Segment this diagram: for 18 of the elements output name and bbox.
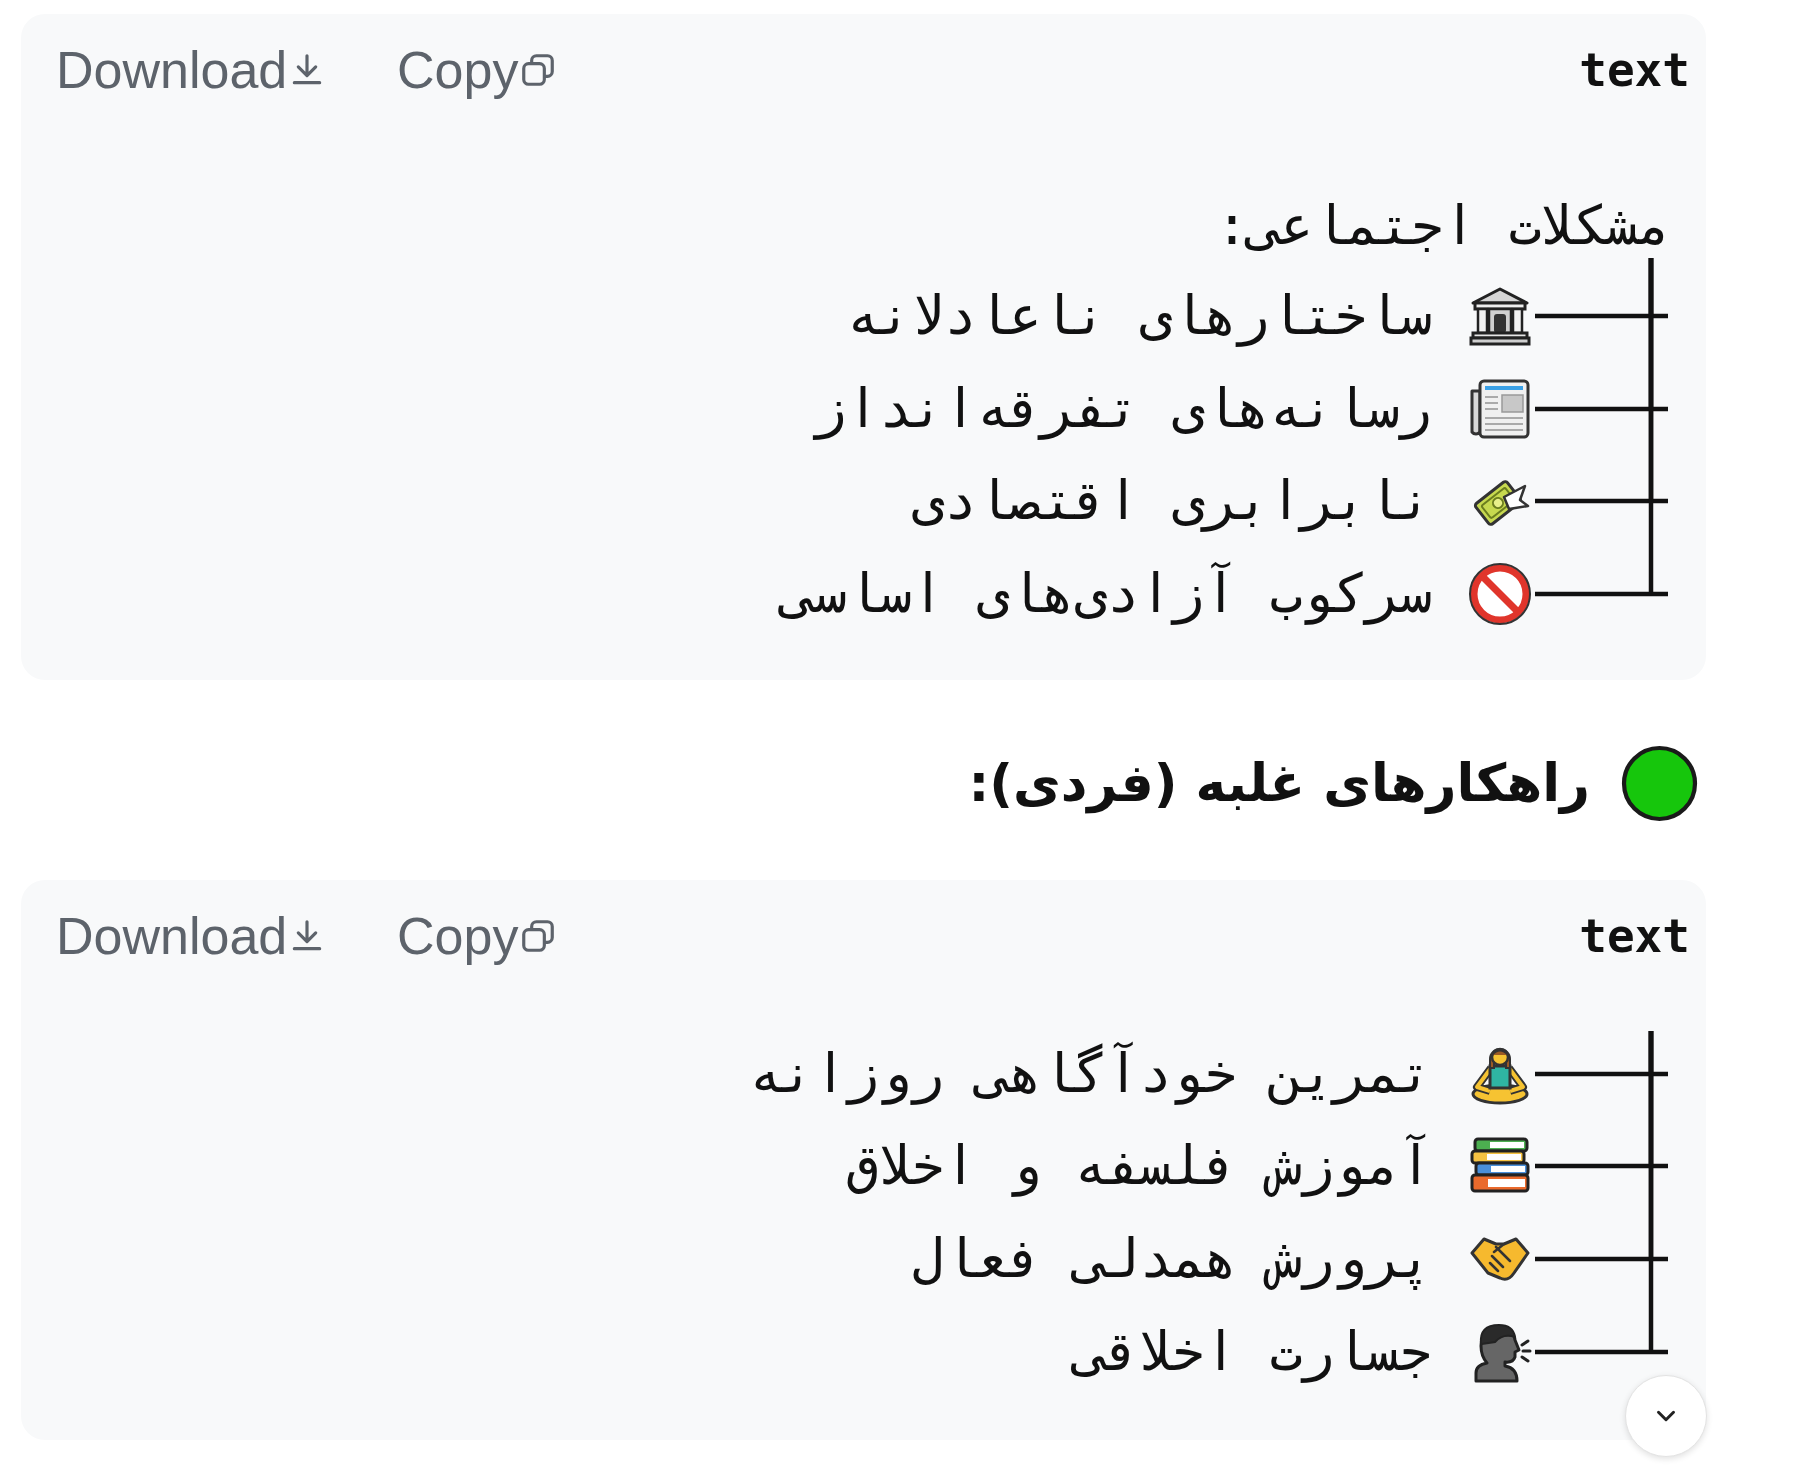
list-item-text: پرورش همدلی فعال xyxy=(911,1227,1432,1291)
list-item-text: نابرابری اقتصادی xyxy=(911,469,1432,533)
tree-connector xyxy=(1535,258,1671,597)
list-item-text: تمرین خودآگاهی روزانه xyxy=(749,1042,1432,1106)
download-button: Download xyxy=(56,901,327,971)
list-item-text: ساختارهای ناعادلانه xyxy=(846,284,1432,348)
tree-connector xyxy=(1535,1031,1671,1355)
language-label: text xyxy=(1579,42,1690,99)
language-label: text xyxy=(1579,908,1690,965)
code-block xyxy=(21,14,1706,680)
copy-button: Copy xyxy=(397,35,558,105)
download-button: Download xyxy=(56,35,327,105)
copy-button: Copy xyxy=(397,901,558,971)
list-item-text: آموزش فلسفه و اخلاق xyxy=(846,1134,1432,1198)
tree-root-text: مشکلات اجتماعی: xyxy=(1215,194,1671,258)
list-item-text: رسانه‌های تفرقه‌انداز xyxy=(814,377,1432,441)
code-block xyxy=(21,880,1706,1440)
section-heading: راهکارهای غلبه (فردی): xyxy=(968,752,1590,816)
